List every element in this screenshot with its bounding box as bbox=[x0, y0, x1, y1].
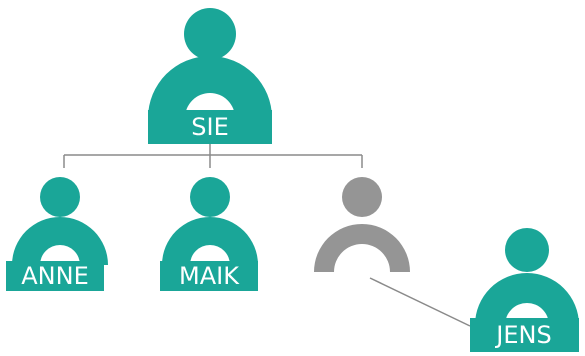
person-icon bbox=[162, 177, 258, 265]
label-box-anne bbox=[6, 261, 104, 291]
label-box-jens bbox=[470, 318, 579, 352]
person-icon bbox=[475, 228, 579, 325]
person-maik: MAIK bbox=[160, 177, 258, 291]
person-vacant bbox=[314, 177, 410, 272]
person-sie: SIE bbox=[148, 8, 272, 144]
label-box-sie bbox=[148, 110, 272, 144]
member-label-maik: MAIK bbox=[179, 262, 240, 290]
connector-lines bbox=[63, 144, 471, 327]
person-icon bbox=[314, 177, 410, 272]
leader-label: SIE bbox=[191, 113, 228, 141]
external-label-jens: JENS bbox=[494, 321, 551, 349]
person-jens: JENS bbox=[470, 228, 579, 352]
connector-to-jens bbox=[369, 277, 471, 327]
person-icon bbox=[148, 8, 272, 118]
label-box-maik bbox=[160, 261, 258, 291]
person-icon bbox=[12, 177, 108, 265]
member-label-anne: ANNE bbox=[21, 262, 89, 290]
person-anne: ANNE bbox=[6, 177, 108, 291]
